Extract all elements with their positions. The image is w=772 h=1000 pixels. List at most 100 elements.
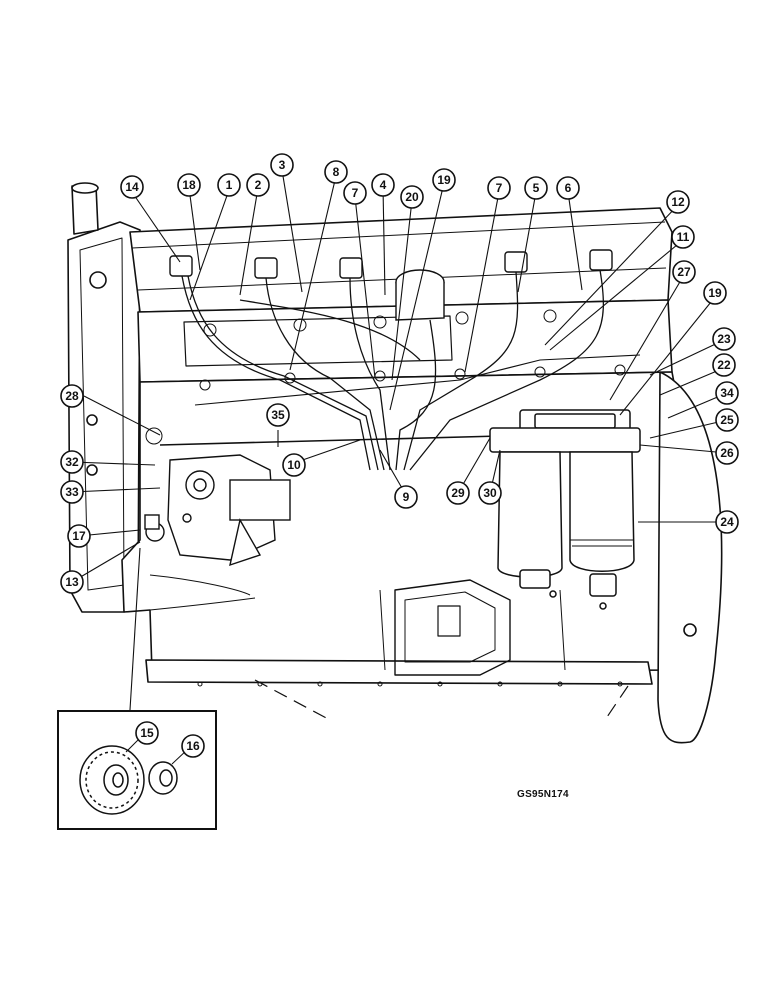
hub-nut-icon	[148, 761, 178, 795]
callout-number: 8	[333, 165, 340, 179]
callout-circle	[400, 185, 424, 209]
callout-2: 2	[246, 173, 270, 197]
callout-32: 32	[60, 450, 84, 474]
gear-icon	[79, 745, 145, 815]
callout-number: 18	[182, 178, 196, 192]
callout-7: 7	[343, 181, 367, 205]
callout-25: 25	[715, 408, 739, 432]
callout-number: 1	[226, 178, 233, 192]
callout-16: 16	[181, 734, 205, 758]
callout-19: 19	[703, 281, 727, 305]
callout-15: 15	[135, 721, 159, 745]
callout-number: 20	[405, 190, 419, 204]
callout-number: 12	[671, 195, 685, 209]
callout-7: 7	[487, 176, 511, 200]
callout-circle	[371, 173, 395, 197]
callout-number: 11	[677, 230, 690, 244]
callout-number: 30	[483, 486, 497, 500]
callout-circle	[343, 181, 367, 205]
callout-circle	[715, 381, 739, 405]
callout-number: 19	[708, 286, 722, 300]
callout-number: 7	[352, 186, 359, 200]
callout-number: 5	[533, 181, 540, 195]
callout-circle	[177, 173, 201, 197]
callout-circle	[60, 480, 84, 504]
callout-number: 22	[717, 358, 731, 372]
callout-27: 27	[672, 260, 696, 284]
callout-29: 29	[446, 481, 470, 505]
callout-11: 11	[671, 225, 695, 249]
callout-circle	[282, 453, 306, 477]
callout-33: 33	[60, 480, 84, 504]
callout-13: 13	[60, 570, 84, 594]
callout-circle	[715, 441, 739, 465]
callout-number: 27	[677, 265, 691, 279]
callout-circle	[715, 408, 739, 432]
callout-9: 9	[394, 485, 418, 509]
callout-number: 28	[65, 389, 79, 403]
callout-number: 33	[65, 485, 79, 499]
callout-number: 24	[720, 515, 734, 529]
callout-22: 22	[712, 353, 736, 377]
callout-circle	[432, 168, 456, 192]
callout-number: 15	[140, 726, 154, 740]
callout-circle	[712, 327, 736, 351]
figure-reference-code: GS95N174	[517, 789, 569, 800]
callout-5: 5	[524, 176, 548, 200]
callout-circle	[60, 384, 84, 408]
callout-number: 9	[403, 490, 410, 504]
callout-circle	[217, 173, 241, 197]
callout-circle	[270, 153, 294, 177]
callout-number: 6	[565, 181, 572, 195]
callout-number: 14	[125, 180, 139, 194]
callout-10: 10	[282, 453, 306, 477]
callout-circle	[478, 481, 502, 505]
callout-circle	[487, 176, 511, 200]
callout-30: 30	[478, 481, 502, 505]
fuel-filters	[489, 409, 641, 610]
callout-number: 19	[437, 173, 451, 187]
callout-number: 23	[717, 332, 731, 346]
callout-1: 1	[217, 173, 241, 197]
callout-12: 12	[666, 190, 690, 214]
callout-34: 34	[715, 381, 739, 405]
callout-circle	[324, 160, 348, 184]
callout-18: 18	[177, 173, 201, 197]
callout-3: 3	[270, 153, 294, 177]
callout-28: 28	[60, 384, 84, 408]
callout-number: 32	[65, 455, 79, 469]
callout-number: 34	[720, 386, 734, 400]
callout-number: 13	[65, 575, 79, 589]
injection-pump	[144, 454, 291, 567]
callout-number: 35	[271, 408, 285, 422]
callout-24: 24	[715, 510, 739, 534]
callout-circle	[266, 403, 290, 427]
callout-number: 4	[380, 178, 387, 192]
callout-circle	[556, 176, 580, 200]
callout-number: 26	[720, 446, 734, 460]
callout-circle	[524, 176, 548, 200]
callout-8: 8	[324, 160, 348, 184]
callout-number: 3	[279, 158, 286, 172]
callout-number: 2	[255, 178, 262, 192]
callout-number: 17	[72, 529, 86, 543]
callout-circle	[666, 190, 690, 214]
callout-35: 35	[266, 403, 290, 427]
engine-block	[67, 182, 723, 744]
callout-6: 6	[556, 176, 580, 200]
callout-26: 26	[715, 441, 739, 465]
callout-circle	[671, 225, 695, 249]
callout-number: 16	[186, 739, 200, 753]
callout-circle	[60, 570, 84, 594]
callout-circle	[67, 524, 91, 548]
callout-circle	[394, 485, 418, 509]
callout-number: 29	[451, 486, 465, 500]
callout-number: 25	[720, 413, 734, 427]
callout-circle	[712, 353, 736, 377]
callout-circle	[246, 173, 270, 197]
callout-19: 19	[432, 168, 456, 192]
callout-circle	[60, 450, 84, 474]
callout-20: 20	[400, 185, 424, 209]
